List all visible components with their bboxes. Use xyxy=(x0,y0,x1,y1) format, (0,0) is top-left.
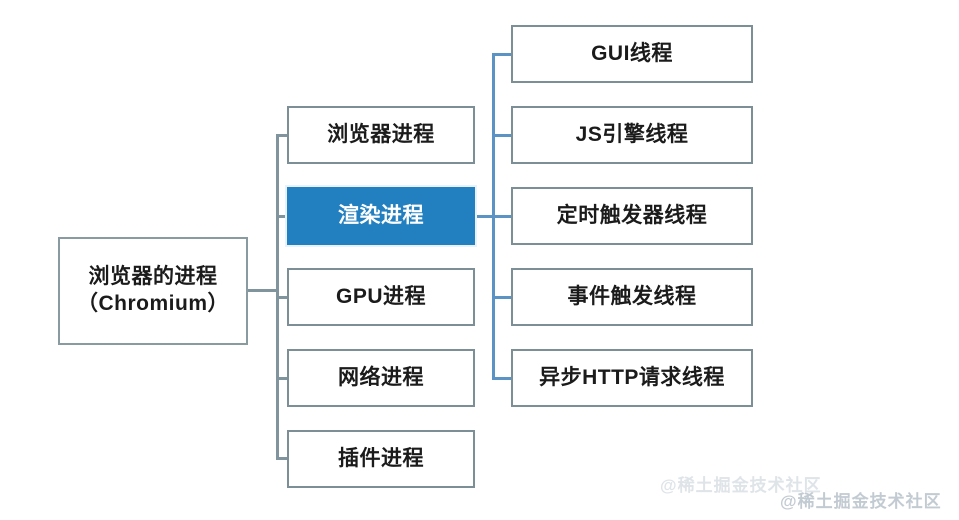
node-label: GPU进程 xyxy=(335,284,426,308)
connector-process-stub-3 xyxy=(276,296,288,299)
node-thread-timer[interactable]: 定时触发器线程 xyxy=(511,187,753,245)
node-process-renderer[interactable]: 渲染进程 xyxy=(287,187,475,245)
watermark-foreground: @稀土掘金技术社区 xyxy=(780,492,942,511)
node-label: 渲染进程 xyxy=(338,203,424,227)
node-label: JS引擎线程 xyxy=(575,122,689,146)
node-label: 定时触发器线程 xyxy=(556,203,708,227)
connector-process-stub-4 xyxy=(276,377,288,380)
node-label: GUI线程 xyxy=(591,41,673,65)
node-thread-async-http[interactable]: 异步HTTP请求线程 xyxy=(511,349,753,407)
connector-thread-stub-4 xyxy=(492,296,512,299)
connector-thread-stub-5 xyxy=(492,377,512,380)
node-label: 网络进程 xyxy=(338,365,424,389)
connector-render-stub xyxy=(475,215,494,218)
node-thread-gui[interactable]: GUI线程 xyxy=(511,25,753,83)
node-process-gpu[interactable]: GPU进程 xyxy=(287,268,475,326)
node-label: 插件进程 xyxy=(338,446,424,470)
node-thread-js-engine[interactable]: JS引擎线程 xyxy=(511,106,753,164)
node-root-browser-process[interactable]: 浏览器的进程 （Chromium） xyxy=(58,237,248,345)
connector-root-stub xyxy=(248,289,278,292)
root-label-line-2: （Chromium） xyxy=(77,292,229,315)
node-process-network[interactable]: 网络进程 xyxy=(287,349,475,407)
connector-thread-stub-2 xyxy=(492,134,512,137)
node-thread-event-trigger[interactable]: 事件触发线程 xyxy=(511,268,753,326)
watermark-background: @稀土掘金技术社区 xyxy=(660,476,822,495)
connector-thread-stub-3 xyxy=(492,215,512,218)
connector-process-stub-5 xyxy=(276,457,288,460)
connector-process-stub-2 xyxy=(276,215,288,218)
root-label-line-1: 浏览器的进程 xyxy=(88,265,218,289)
connector-process-stub-1 xyxy=(276,134,288,137)
node-label: 异步HTTP请求线程 xyxy=(539,365,725,389)
node-process-plugin[interactable]: 插件进程 xyxy=(287,430,475,488)
node-label: 事件触发线程 xyxy=(567,284,697,308)
node-process-browser[interactable]: 浏览器进程 xyxy=(287,106,475,164)
connector-thread-stub-1 xyxy=(492,53,512,56)
node-label: 浏览器进程 xyxy=(327,122,435,146)
